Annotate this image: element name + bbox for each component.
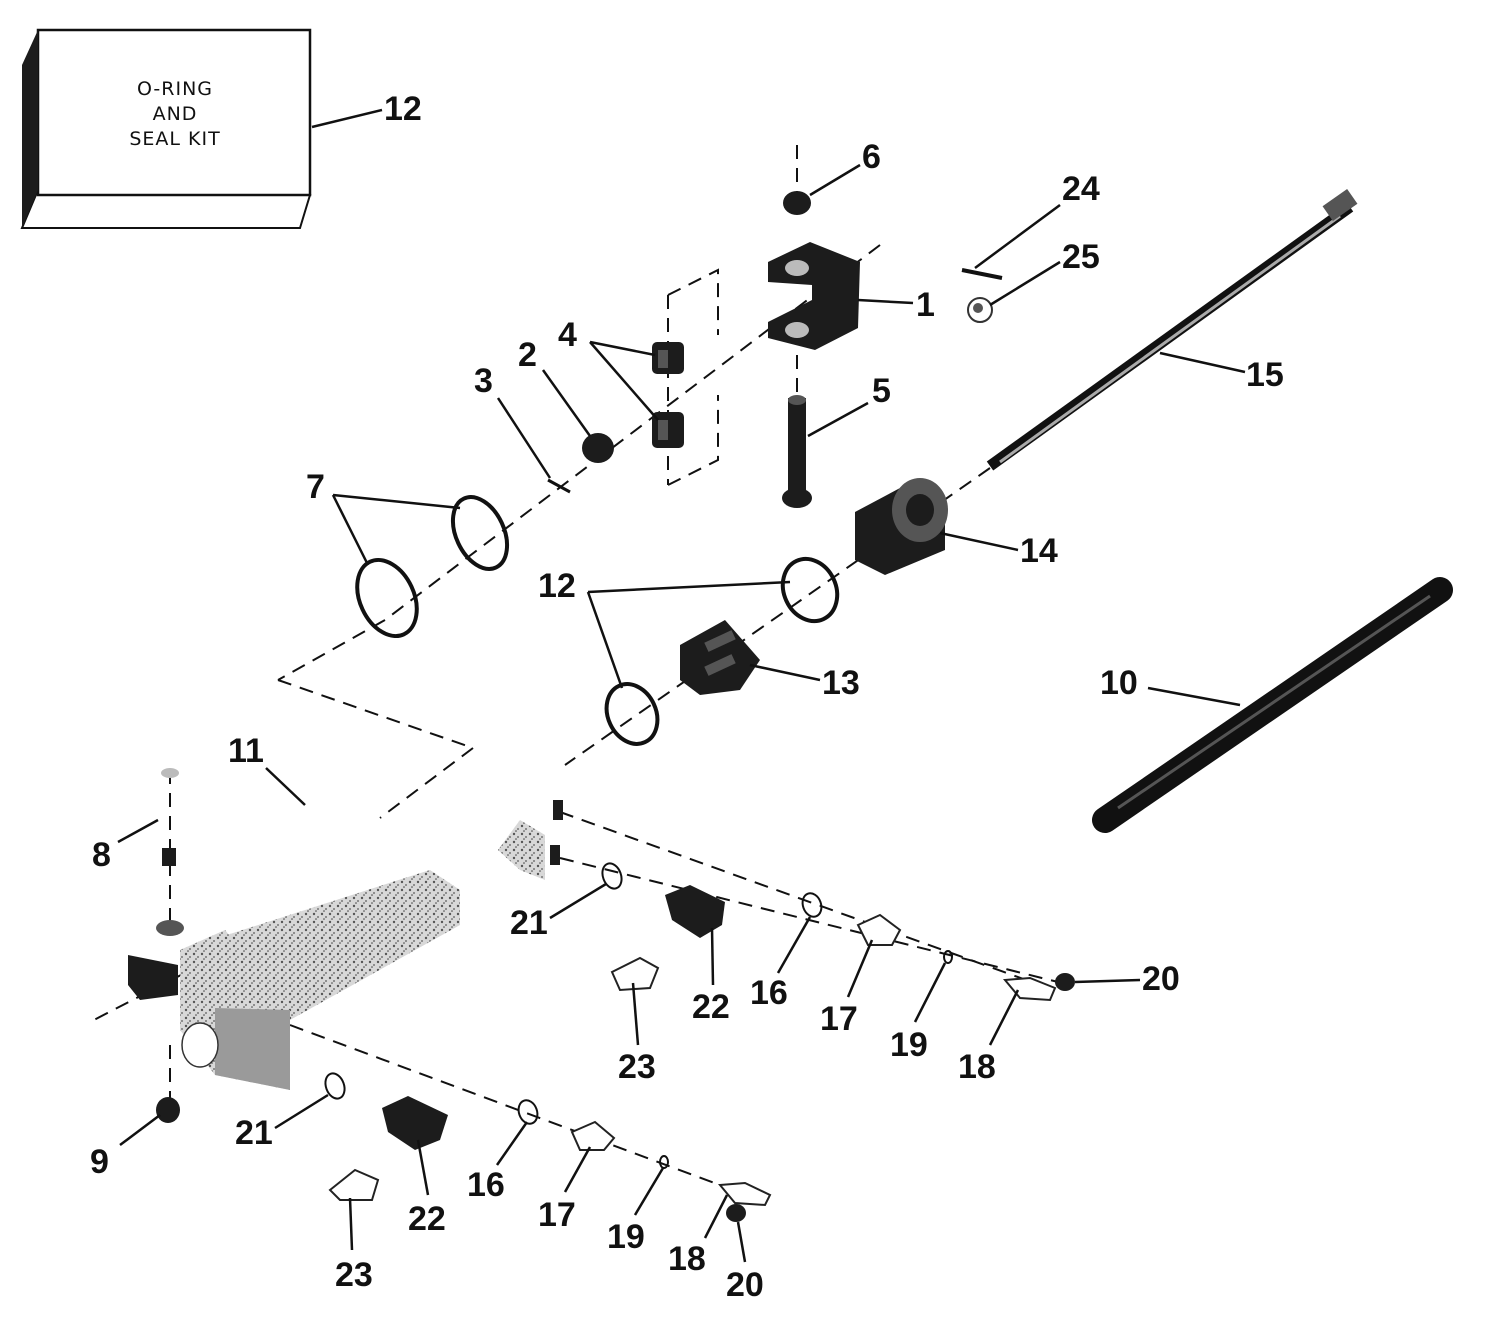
part-nut-top xyxy=(783,191,811,215)
callout-22-lower: 22 xyxy=(408,1200,446,1238)
callout-25: 25 xyxy=(1062,238,1100,276)
callout-3: 3 xyxy=(474,362,493,400)
callout-1: 1 xyxy=(916,286,935,324)
callout-13: 13 xyxy=(822,664,860,702)
callout-15: 15 xyxy=(1246,356,1284,394)
oring-seal-kit-box: O-RING AND SEAL KIT xyxy=(20,28,312,229)
part-inlet-fittings xyxy=(550,800,563,865)
kit-label-line2: AND xyxy=(153,103,198,125)
callout-20-lower: 20 xyxy=(726,1266,764,1304)
callout-18-upper: 18 xyxy=(958,1048,996,1086)
callout-4: 4 xyxy=(558,316,577,354)
part-cotter-pin xyxy=(961,268,1003,280)
part-long-rod xyxy=(1092,577,1453,833)
part-bracket xyxy=(768,242,860,350)
callout-12-kit: 12 xyxy=(384,90,422,128)
part-piston-rod xyxy=(986,189,1358,471)
part-pin xyxy=(547,478,571,494)
callout-19-lower: 19 xyxy=(607,1218,645,1256)
part-piston xyxy=(680,620,760,695)
callout-5: 5 xyxy=(872,372,891,410)
callout-2: 2 xyxy=(518,336,537,374)
callout-21-upper: 21 xyxy=(510,904,548,942)
lower-valve-group xyxy=(324,1072,772,1222)
part-bleeder-fitting xyxy=(156,768,184,936)
callout-24: 24 xyxy=(1062,170,1100,208)
leader-lines xyxy=(117,108,1246,1263)
callout-6: 6 xyxy=(862,138,881,176)
part-small-cap xyxy=(967,297,993,323)
part-small-nut xyxy=(582,433,614,463)
callout-17-lower: 17 xyxy=(538,1196,576,1234)
callout-22-upper: 22 xyxy=(692,988,730,1026)
callout-8: 8 xyxy=(92,836,111,874)
callout-20-upper: 20 xyxy=(1142,960,1180,998)
part-cylinder-cap xyxy=(855,478,948,575)
part-orings-7 xyxy=(355,495,510,639)
part-fittings xyxy=(652,342,684,448)
callout-14: 14 xyxy=(1020,532,1058,570)
callout-16-lower: 16 xyxy=(467,1166,505,1204)
callout-11: 11 xyxy=(228,732,264,770)
part-orings-12 xyxy=(604,556,840,746)
callout-7: 7 xyxy=(306,468,325,506)
callout-17-upper: 17 xyxy=(820,1000,858,1038)
callout-19-upper: 19 xyxy=(890,1026,928,1064)
callout-23-upper: 23 xyxy=(618,1048,656,1086)
callout-10: 10 xyxy=(1100,664,1138,702)
part-nut-bottom xyxy=(156,1097,180,1123)
part-bolt xyxy=(782,395,812,508)
callout-18-lower: 18 xyxy=(668,1240,706,1278)
upper-valve-group xyxy=(601,862,1075,1002)
callout-labels: 12 1 2 3 4 5 6 7 8 9 10 11 12 13 14 15 1… xyxy=(90,90,1284,1304)
kit-label-line1: O-RING xyxy=(137,78,213,100)
callout-9: 9 xyxy=(90,1143,109,1181)
kit-label-line3: SEAL KIT xyxy=(129,128,220,150)
callout-23-lower: 23 xyxy=(335,1256,373,1294)
callout-21-lower: 21 xyxy=(235,1114,273,1152)
callout-12-rings: 12 xyxy=(538,567,576,605)
callout-16-upper: 16 xyxy=(750,974,788,1012)
part-cylinder-body xyxy=(128,820,545,1090)
